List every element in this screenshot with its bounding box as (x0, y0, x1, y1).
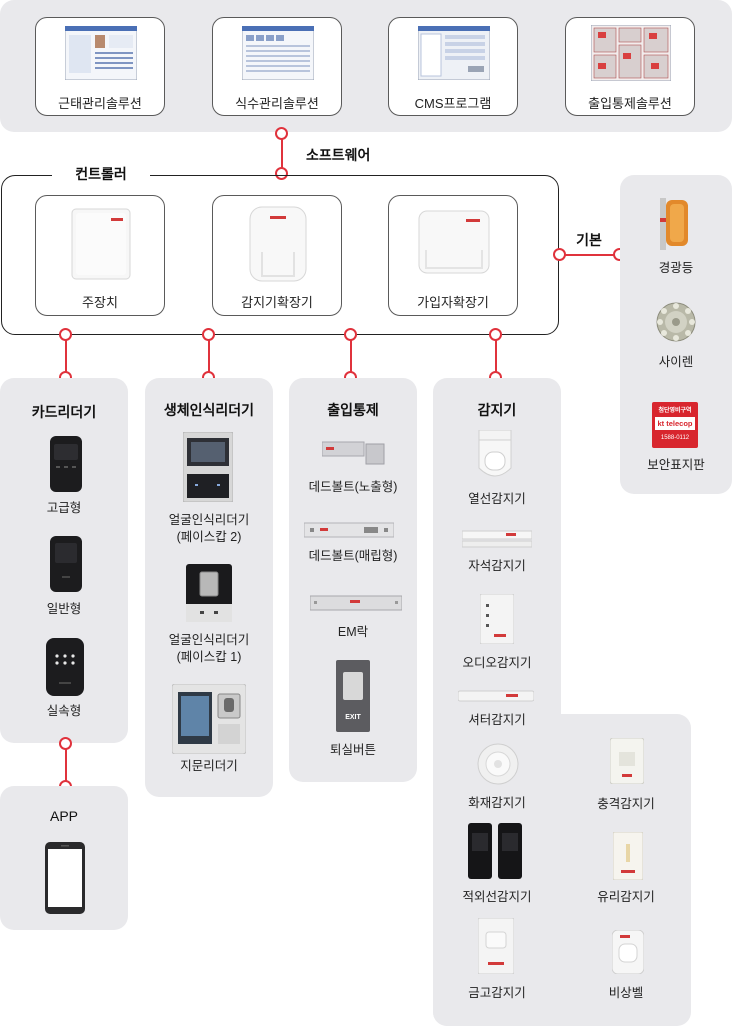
sensor-label-emergency-bell: 비상벨 (608, 986, 644, 1000)
access-title: 출입통제 (327, 402, 379, 418)
card-reader-label-basic: 실속형 (46, 704, 82, 718)
controller-card-subscriber-expander[interactable]: 가입자확장기 (388, 195, 518, 316)
basic-label-sign: 보안표지판 (647, 458, 705, 472)
audio-sensor-icon (480, 594, 514, 644)
card-reader-premium-icon (50, 436, 82, 492)
meal-screenshot-icon (242, 26, 314, 80)
cms-screenshot-icon (418, 26, 490, 80)
bio-label-face-2-line1: 얼굴인식리더기 (168, 513, 250, 527)
bio-label-face-2-line2: (페이스캅 2) (176, 530, 242, 544)
controller-label-subscriber-expander: 가입자확장기 (417, 295, 489, 310)
card-reader-title: 카드리더기 (31, 404, 97, 420)
attendance-screenshot-icon (65, 26, 137, 80)
shock-sensor-icon (610, 738, 644, 784)
controller-title: 컨트롤러 (52, 164, 150, 184)
bio-label-face-1: 얼굴인식리더기 (페이스캅 1) (145, 632, 273, 666)
software-bottom-node (275, 167, 288, 180)
bio-reader-connector (208, 340, 210, 378)
safe-sensor-icon (478, 918, 514, 974)
software-label-meal: 식수관리솔루션 (235, 96, 319, 111)
bio-reader-top-node (202, 328, 215, 341)
software-top-node (275, 127, 288, 140)
subscriber-expander-device-icon (418, 210, 490, 274)
warning-light-icon (660, 198, 690, 250)
sensor-label-infrared: 적외선감지기 (462, 890, 532, 904)
fingerprint-reader-icon (172, 684, 246, 754)
basic-title: 기본 (576, 232, 602, 248)
bio-label-fingerprint: 지문리더기 (180, 759, 238, 773)
sign-logo-text: kt telecop (655, 417, 695, 430)
card-reader-basic-icon (46, 638, 84, 696)
face-reader-1-icon (186, 564, 232, 622)
sensor-top-node (489, 328, 502, 341)
controller-label-main: 주장치 (82, 295, 118, 310)
pir-sensor-icon (477, 430, 513, 482)
software-card-attendance[interactable]: 근태관리솔루션 (35, 17, 165, 116)
sensor-label-shock: 충격감지기 (597, 797, 655, 811)
sensor-title: 감지기 (477, 402, 517, 418)
access-label-deadbolt-embedded: 데드볼트(매립형) (308, 549, 398, 563)
face-reader-2-icon (183, 432, 233, 502)
bio-reader-title: 생체인식리더기 (163, 402, 255, 418)
security-sign-icon: 첨단영비구역 kt telecop 1588-0112 (652, 402, 698, 448)
sign-phone-text: 1588-0112 (660, 435, 690, 441)
app-title: APP (49, 808, 78, 824)
software-label-cms: CMS프로그램 (414, 96, 492, 111)
exit-button-icon: EXIT (336, 660, 370, 732)
card-reader-top-node (59, 328, 72, 341)
access-floorplan-icon (591, 25, 671, 81)
card-reader-standard-icon (50, 536, 82, 592)
sensor-label-audio: 오디오감지기 (462, 656, 532, 670)
controller-label-sensor-expander: 감지기확장기 (241, 295, 313, 310)
bio-label-face-2: 얼굴인식리더기 (페이스캅 2) (145, 512, 273, 546)
exit-button-text: EXIT (345, 714, 361, 721)
sensor-expander-device-icon (248, 206, 308, 282)
smartphone-icon (45, 842, 85, 914)
access-top-node (344, 328, 357, 341)
siren-icon (651, 301, 701, 343)
em-lock-icon (310, 594, 402, 612)
bio-label-face-1-line1: 얼굴인식리더기 (168, 633, 250, 647)
sensor-label-pir: 열선감지기 (468, 492, 526, 506)
sensor-label-shutter: 셔터감지기 (468, 713, 526, 727)
deadbolt-exposed-icon (322, 440, 386, 466)
basic-label-siren: 사이렌 (658, 355, 694, 369)
basic-left-node (553, 248, 566, 261)
software-card-access[interactable]: 출입통제솔루션 (565, 17, 695, 116)
software-card-cms[interactable]: CMS프로그램 (388, 17, 518, 116)
access-label-exit-button: 퇴실버튼 (329, 743, 376, 757)
access-label-deadbolt-exposed: 데드볼트(노출형) (308, 480, 398, 494)
controller-card-main[interactable]: 주장치 (35, 195, 165, 316)
software-connector-line (281, 138, 283, 172)
deadbolt-embedded-icon (304, 522, 394, 538)
software-label-attendance: 근태관리솔루션 (58, 96, 142, 111)
access-connector (350, 340, 352, 378)
controller-card-sensor-expander[interactable]: 감지기확장기 (212, 195, 342, 316)
sign-top-text: 첨단영비구역 (658, 408, 692, 414)
main-unit-device-icon (71, 208, 131, 280)
sensor-label-glass: 유리감지기 (597, 890, 655, 904)
basic-label-warning-light: 경광등 (658, 261, 694, 275)
card-reader-label-standard: 일반형 (46, 602, 82, 616)
software-card-meal[interactable]: 식수관리솔루션 (212, 17, 342, 116)
card-reader-connector (65, 340, 67, 378)
sensor-label-safe: 금고감지기 (468, 986, 526, 1000)
emergency-bell-icon (612, 930, 644, 974)
fire-sensor-icon (477, 743, 519, 785)
magnetic-sensor-icon (462, 530, 532, 548)
basic-connector-line (565, 254, 617, 256)
app-connector (65, 748, 67, 786)
access-label-em-lock: EM락 (337, 625, 369, 639)
software-title: 소프트웨어 (306, 147, 371, 163)
bio-label-face-1-line2: (페이스캅 1) (176, 650, 242, 664)
sensor-connector (495, 340, 497, 378)
software-label-access: 출입통제솔루션 (588, 96, 672, 111)
glass-sensor-icon (613, 832, 643, 880)
app-top-node (59, 737, 72, 750)
sensor-label-fire: 화재감지기 (468, 796, 526, 810)
card-reader-label-premium: 고급형 (46, 501, 82, 515)
infrared-sensor-icon (467, 823, 523, 879)
sensor-label-magnetic: 자석감지기 (468, 559, 526, 573)
shutter-sensor-icon (458, 690, 534, 702)
